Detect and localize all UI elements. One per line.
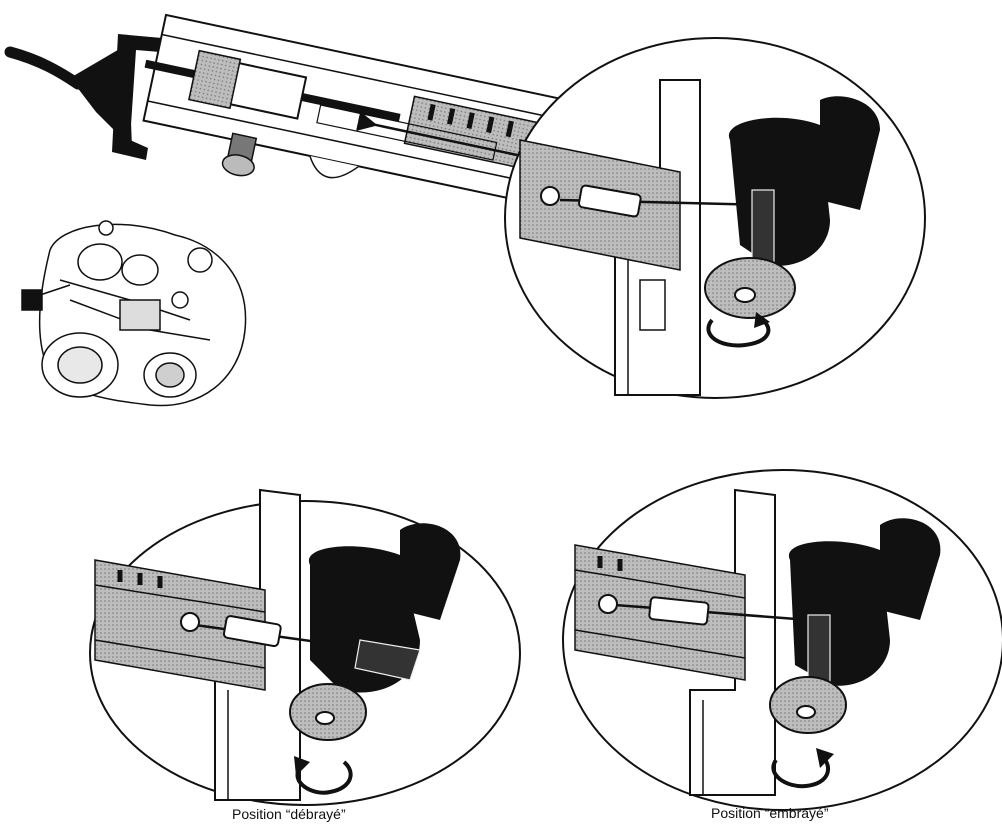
gearbox-illustration [21, 220, 247, 407]
control-cable [4, 46, 84, 90]
bracket-plate [689, 488, 776, 796]
travel-double-arrow [356, 111, 554, 169]
rotate-clockwise-arrow-icon [295, 760, 353, 795]
rotate-clockwise-arrow-icon [706, 316, 771, 348]
engaged-detail-circle [562, 469, 1002, 811]
rotate-counterclockwise-arrow-icon [771, 754, 831, 789]
end-flange [112, 34, 162, 160]
top-detail-circle [504, 37, 926, 399]
disengaged-detail-circle [89, 488, 521, 806]
mount-boss [309, 155, 360, 179]
main-cross-section [4, 13, 926, 399]
caption-engaged: Position “embrayé” [711, 805, 829, 821]
clutch-fork-lever [728, 117, 830, 266]
caption-disengaged: Position “débrayé” [232, 806, 346, 822]
